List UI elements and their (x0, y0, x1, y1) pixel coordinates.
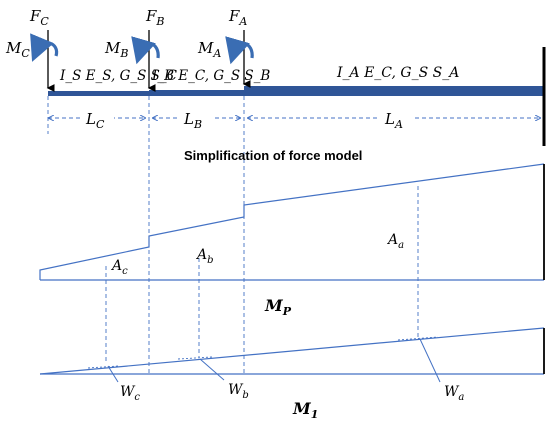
length-dimensions: LC LB LA (48, 110, 541, 131)
moment-a-icon (225, 36, 254, 65)
vertical-guides (47, 96, 245, 374)
centroid-guides (105, 186, 419, 364)
area-c-label: Ac (110, 258, 128, 277)
mp-outline (39, 163, 545, 280)
slope-marks (87, 336, 439, 369)
beam-segment-c (48, 91, 149, 96)
beam-segment-b (149, 90, 244, 96)
mp-label: MP (264, 296, 292, 318)
w-leaders (107, 338, 441, 383)
m1-slope (39, 327, 545, 375)
props-segment-b: I_B E_C, G_S S_B (151, 68, 270, 84)
beam-section: FC FB FA MC MB MA I_S E_S, G_S S_C I_B E… (5, 7, 546, 146)
beam-segment-a (244, 86, 544, 96)
force-c-label: FC (29, 7, 49, 28)
props-segment-c: I_S E_S, G_S S_C (59, 68, 178, 84)
props-segment-a: I_A E_C, G_S S_A (336, 65, 459, 81)
w-c-label: Wc (120, 384, 140, 403)
w-a-label: Wa (444, 384, 464, 403)
m1-diagram (39, 327, 545, 375)
moment-a-label: MA (197, 39, 221, 60)
w-b-label: Wb (228, 382, 249, 401)
diagram-title: Simplification of force model (184, 148, 362, 163)
moment-c-label: MC (5, 39, 30, 60)
length-c-label: LC (85, 110, 105, 131)
force-a-label: FA (228, 7, 247, 28)
mp-diagram (39, 163, 545, 281)
m1-label: M1 (292, 399, 318, 421)
area-a-label: Aa (386, 232, 404, 251)
area-b-label: Ab (195, 247, 214, 266)
moment-c-icon (30, 33, 59, 62)
moment-b-label: MB (104, 39, 128, 60)
length-a-label: LA (384, 110, 403, 131)
length-b-label: LB (183, 110, 202, 131)
moment-b-icon (131, 36, 160, 65)
force-b-label: FB (145, 7, 165, 28)
